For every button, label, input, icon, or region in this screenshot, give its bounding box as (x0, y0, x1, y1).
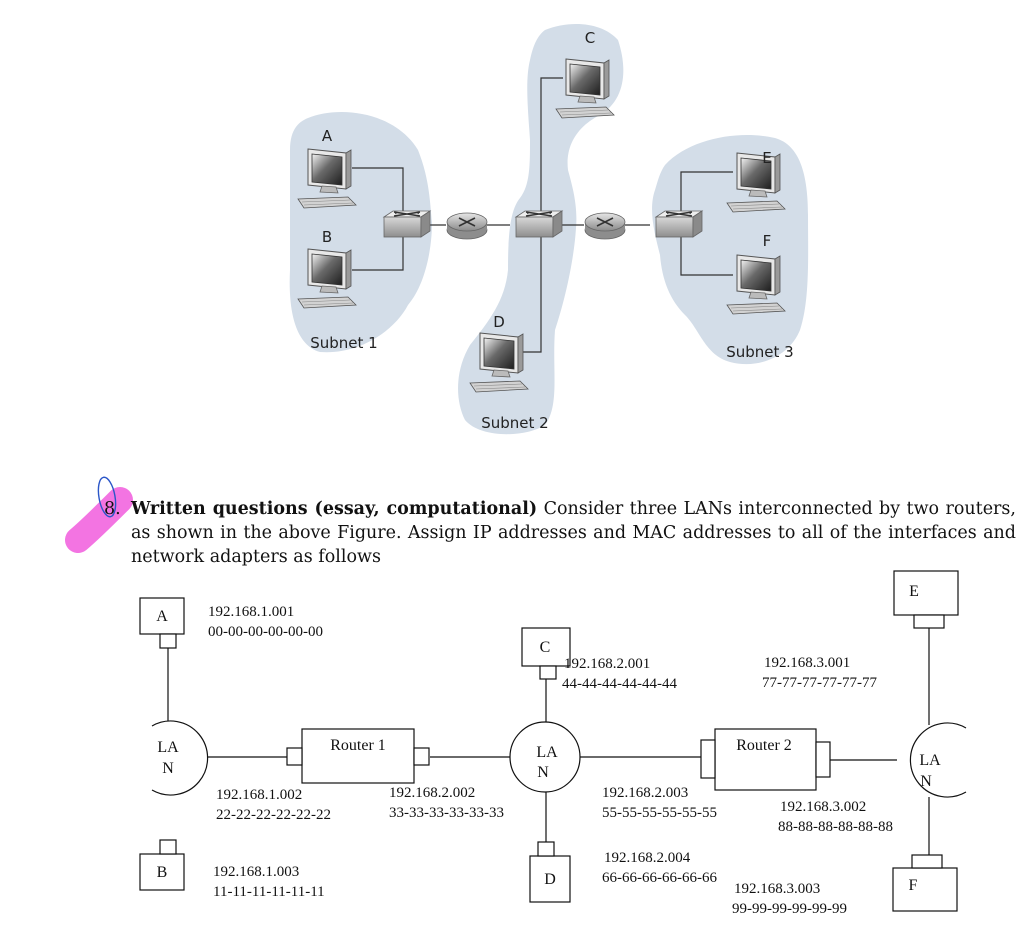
lan-2-label-part-1: LA (536, 744, 558, 761)
bottom-host-f-label: F (909, 877, 918, 894)
router-1-label: Router 1 (330, 737, 386, 754)
bottom-host-c-label: C (540, 639, 551, 656)
subnet-2-switch (515, 210, 563, 238)
question-text-block: Written questions (essay, computational)… (131, 497, 1016, 569)
lan-labels: LA N LA N LA N (157, 739, 941, 790)
lan-1-label-part-1: LA (157, 739, 179, 756)
bottom-host-d-label: D (544, 871, 556, 888)
host-f-interface (911, 854, 943, 869)
lan-2-circle (509, 721, 581, 793)
router-1-icon (446, 212, 488, 240)
lan-1-label-part-2: N (162, 760, 174, 777)
router-2-icon (584, 212, 626, 240)
circle-annotation (97, 476, 117, 518)
router-2-right-interface (815, 741, 831, 778)
d-mac: 66-66-66-66-66-66 (602, 870, 717, 886)
bottom-host-e-label: E (909, 583, 919, 600)
r2-right-ip: 192.168.3.002 (780, 799, 866, 815)
lan-3-circle (909, 722, 967, 798)
host-a-label: A (322, 127, 333, 145)
e-mac: 77-77-77-77-77-77 (762, 675, 877, 691)
host-d-interface (537, 841, 555, 857)
router-2-label: Router 2 (736, 737, 792, 754)
subnet-3-region (652, 135, 809, 365)
router-2-left-interface (700, 739, 716, 779)
router-1-left-interface (286, 747, 303, 766)
question-title: Written questions (essay, computational) (131, 499, 538, 519)
question-number: 8. (104, 499, 121, 519)
lan-circles (151, 720, 967, 798)
router-1-right-interface (413, 747, 430, 766)
lan-1-label: LA N (157, 739, 179, 777)
host-d-box (529, 855, 571, 903)
subnet-2-label: Subnet 2 (481, 414, 548, 432)
a-ip: 192.168.1.001 (208, 604, 294, 620)
r2-left-mac: 55-55-55-55-55-55 (602, 805, 717, 821)
c-mac: 44-44-44-44-44-44 (562, 676, 677, 692)
f-ip: 192.168.3.003 (734, 881, 820, 897)
host-c-label: C (585, 29, 595, 47)
r1-right-ip: 192.168.2.002 (389, 785, 475, 801)
host-b-label: B (322, 228, 332, 246)
c-ip: 192.168.2.001 (564, 656, 650, 672)
r1-right-mac: 33-33-33-33-33-33 (389, 805, 504, 821)
subnet-1-label: Subnet 1 (310, 334, 377, 352)
lan-2-label: LA N (536, 744, 558, 781)
host-f-label: F (763, 232, 772, 250)
r1-left-ip: 192.168.1.002 (216, 787, 302, 803)
subnet-1-switch (383, 210, 431, 238)
r2-left-ip: 192.168.2.003 (602, 785, 688, 801)
subnet-3-switch (655, 210, 703, 238)
host-e-box (893, 570, 959, 616)
f-mac: 99-99-99-99-99-99 (732, 901, 847, 917)
host-b-interface (159, 839, 177, 855)
subnet-3-label: Subnet 3 (726, 343, 793, 361)
lan-1-circle (151, 720, 209, 796)
host-c-interface (539, 665, 557, 680)
lan-3-label-part-1: LA (919, 752, 941, 769)
top-links (352, 77, 733, 353)
r1-left-mac: 22-22-22-22-22-22 (216, 807, 331, 823)
a-mac: 00-00-00-00-00-00 (208, 624, 323, 640)
host-c-box (521, 627, 571, 667)
host-e-label: E (762, 149, 771, 167)
lan-3-label-part-2: N (920, 773, 932, 790)
b-ip: 192.168.1.003 (213, 864, 299, 880)
b-mac: 11-11-11-11-11-11 (213, 884, 325, 900)
e-ip: 192.168.3.001 (764, 655, 850, 671)
address-labels: 192.168.1.001 00-00-00-00-00-00 192.168.… (208, 604, 893, 917)
host-a-interface (159, 633, 177, 649)
host-d-label: D (493, 313, 505, 331)
bottom-host-b-label: B (157, 864, 168, 881)
bottom-host-a-label: A (156, 608, 168, 625)
lan-3-label: LA N (919, 752, 941, 790)
lan-2-label-part-2: N (537, 764, 549, 781)
host-e-interface (913, 614, 945, 629)
r2-right-mac: 88-88-88-88-88-88 (778, 819, 893, 835)
question-body: Consider three LANs interconnected by tw… (131, 499, 1016, 567)
host-f-box (892, 867, 958, 912)
router-2-box (714, 728, 817, 791)
host-a-box (139, 597, 185, 635)
d-ip: 192.168.2.004 (604, 850, 691, 866)
